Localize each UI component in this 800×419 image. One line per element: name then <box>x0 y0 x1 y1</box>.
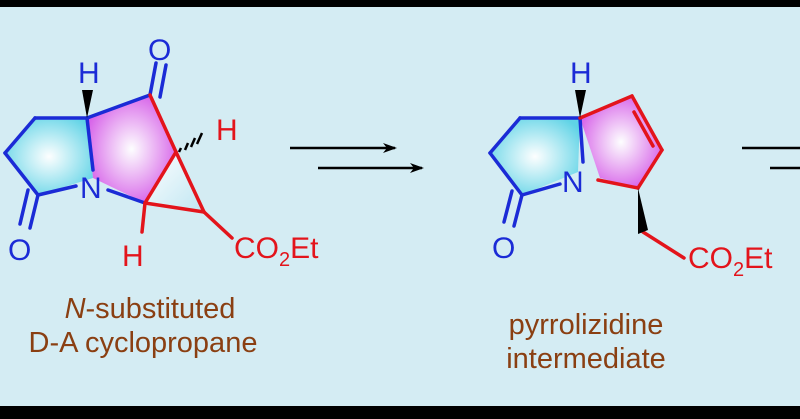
reaction-arrows-2 <box>742 146 800 170</box>
left-cyclopropane-ring-fill <box>145 152 204 212</box>
left-atom-n: N <box>80 172 102 205</box>
middle-ester-group: CO2Et <box>688 242 773 281</box>
middle-bond-c-n <box>520 182 562 197</box>
left-atom-h-bottom: H <box>122 240 144 273</box>
middle-bond-ch2-a <box>641 230 686 260</box>
middle-bond-alkene-inner <box>632 110 655 148</box>
left-wedge-h-top <box>82 90 93 118</box>
middle-wedge-h-top <box>575 90 586 118</box>
molecule-middle-pyrrolizidine: H N O CO2Et <box>488 57 773 281</box>
left-bond-n-cpr <box>106 188 147 205</box>
left-bond-n-cbridge <box>85 116 95 172</box>
left-caption-line2: D-A cyclopropane <box>28 327 258 359</box>
left-bond-c-n <box>36 184 78 197</box>
middle-bond-ring-c3 <box>488 151 524 197</box>
top-frame-border <box>0 0 800 7</box>
left-caption-suffix: -substituted <box>85 293 236 325</box>
middle-bond-lactam-double <box>502 189 524 228</box>
left-bond-ketone-cpr <box>148 93 178 154</box>
middle-caption-line1: pyrrolizidine <box>508 309 664 341</box>
middle-bond-n-c <box>596 178 640 190</box>
left-atom-o-left: O <box>8 234 31 267</box>
left-bond-lactam-double <box>18 188 40 230</box>
reaction-arrows-1 <box>290 143 424 173</box>
left-ester-group: CO2Et <box>234 232 319 271</box>
left-cyclopentanone-ring-fill <box>87 95 176 203</box>
left-bond-cpr-a <box>143 150 178 205</box>
middle-bond-alkene <box>630 94 664 152</box>
left-hash-h-right <box>177 132 204 153</box>
middle-caption-line2: intermediate <box>506 343 666 375</box>
middle-atom-h-top: H <box>570 57 592 90</box>
middle-wedge-ch2 <box>638 188 648 234</box>
left-atom-h-right: H <box>216 114 238 147</box>
left-bond-h-bottom <box>140 201 147 234</box>
left-pyrrolidinone-ring-fill <box>5 118 93 195</box>
left-bond-ring-c2 <box>3 116 37 155</box>
middle-atom-n: N <box>562 166 584 199</box>
left-caption-line1: N-substituted <box>0 292 300 326</box>
left-bond-ketone-double <box>148 61 168 99</box>
left-bond-ring-c3 <box>3 151 40 197</box>
middle-compound-caption: pyrrolizidine intermediate <box>486 308 686 376</box>
middle-bond-bridge-n <box>578 116 585 164</box>
middle-bond-ring-c2 <box>488 116 522 155</box>
middle-bond-ring-close <box>636 148 664 190</box>
left-compound-caption: N-substituted D-A cyclopropane <box>0 292 300 360</box>
left-atom-o-top: O <box>148 34 171 67</box>
molecule-left-cyclopropane: H O H N O H CO2Et <box>3 34 319 273</box>
left-bond-ester <box>202 210 234 240</box>
middle-bond-bridge-alkene <box>578 94 634 120</box>
left-bond-cpr-b <box>174 150 206 214</box>
left-atom-h-top: H <box>78 57 100 90</box>
middle-dihydropyrrole-ring-fill <box>580 96 662 188</box>
left-caption-italic-n: N <box>64 293 86 325</box>
bottom-frame-border <box>0 406 800 419</box>
left-bond-cpr-c <box>143 201 206 214</box>
middle-pyrrolidinone-ring-fill <box>490 118 580 195</box>
left-bond-bridge-c <box>85 93 152 120</box>
middle-atom-o-left: O <box>492 232 515 265</box>
